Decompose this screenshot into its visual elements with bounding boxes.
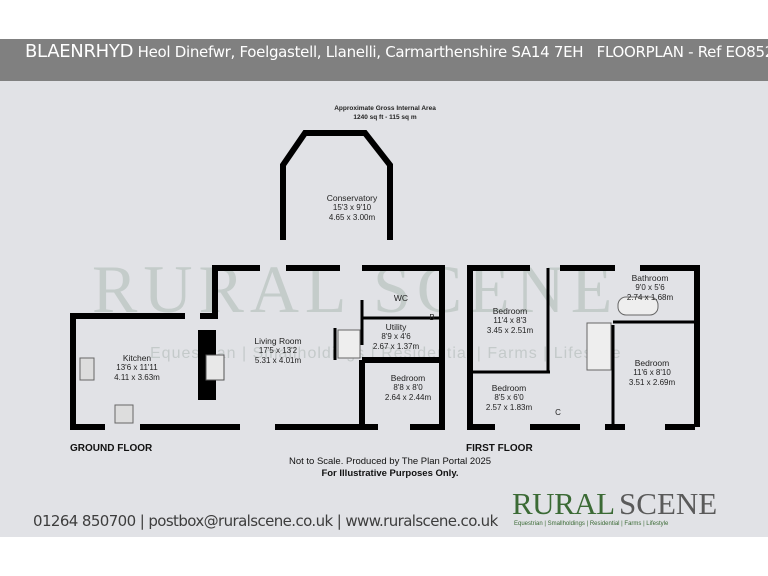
room-name: Kitchen — [122, 353, 152, 363]
ground-floor-walls — [70, 130, 445, 430]
room-metric: 2.64 x 2.44m — [384, 393, 432, 402]
room-imperial: 11'6 x 8'10 — [633, 368, 671, 377]
disclaimer: Not to Scale. Produced by The Plan Porta… — [289, 456, 491, 480]
room-metric: 4.65 x 3.00m — [328, 213, 376, 222]
hob — [79, 357, 95, 381]
room-metric: 5.31 x 4.01m — [254, 356, 302, 365]
cupboard-label: C — [555, 408, 561, 417]
gross-area-value: 1240 sq ft - 115 sq m — [353, 114, 417, 121]
room-metric: 3.45 x 2.51m — [486, 326, 534, 335]
disclaimer-line1: Not to Scale. Produced by The Plan Porta… — [288, 456, 492, 467]
staircase-ground — [337, 329, 361, 359]
room-name: Living Room — [254, 336, 302, 346]
room-imperial: 8'8 x 8'0 — [393, 383, 423, 392]
room-name: Bedroom — [390, 373, 426, 383]
room-name: WC — [393, 293, 409, 303]
ground-floor-label: GROUND FLOOR — [70, 443, 153, 454]
watermark-tagline: Equestrian | Smallholdings | Residential… — [150, 345, 622, 362]
gross-area: Approximate Gross Internal Area 1240 sq f… — [334, 104, 436, 122]
contact-details: 01264 850700 | postbox@ruralscene.co.uk … — [33, 512, 498, 530]
room-imperial: 13'6 x 11'11 — [116, 363, 158, 372]
conservatory-wall — [280, 130, 393, 240]
rural-scene-logo: RURAL SCENE Equestrian | Smallholdings |… — [512, 486, 718, 527]
room-metric: 4.11 x 3.63m — [114, 373, 160, 382]
room-imperial: 11'4 x 8'3 — [493, 316, 527, 325]
title-bar: BLAENRHYD Heol Dinefwr, Foelgastell, Lla… — [0, 39, 768, 81]
room-metric: 3.51 x 2.69m — [628, 378, 676, 387]
logo-word-rural: RURAL — [512, 486, 615, 521]
room-metric: 2.67 x 1.37m — [372, 342, 420, 351]
room-name: Utility — [385, 322, 407, 332]
room-imperial: 17'5 x 13'2 — [258, 346, 298, 355]
room-name: Conservatory — [326, 193, 378, 203]
first-floor-walls — [467, 265, 700, 430]
room-metric: 2.57 x 1.83m — [485, 403, 533, 412]
room-label-wc: WC — [394, 293, 408, 303]
first-floor-label: FIRST FLOOR — [466, 443, 533, 454]
room-name: Bathroom — [631, 273, 669, 283]
room-metric: 2.74 x 1.68m — [626, 293, 674, 302]
kitchen-sink — [114, 404, 134, 424]
gross-area-title: Approximate Gross Internal Area — [334, 105, 436, 112]
room-name: Bedroom — [491, 383, 527, 393]
fireplace — [205, 354, 225, 381]
room-imperial: 8'9 x 4'6 — [381, 332, 411, 341]
logo-tagline: Equestrian | Smallholdings | Residential… — [514, 521, 669, 527]
property-name: BLAENRHYD — [25, 41, 134, 62]
bathtub — [617, 296, 659, 316]
logo-word-scene: SCENE — [619, 486, 718, 521]
room-name: Bedroom — [634, 358, 670, 368]
disclaimer-line2: For Illustrative Purposes Only. — [321, 468, 459, 479]
boiler-label: B — [429, 313, 435, 322]
floorplan-ref: FLOORPLAN - Ref EO8528 — [596, 43, 768, 61]
address: Heol Dinefwr, Foelgastell, Llanelli, Car… — [137, 43, 584, 61]
staircase — [586, 322, 612, 371]
room-imperial: 15'3 x 9'10 — [332, 203, 372, 212]
room-imperial: 8'5 x 6'0 — [494, 393, 524, 402]
kitchen-wall — [70, 313, 185, 430]
room-name: Bedroom — [492, 306, 528, 316]
room-imperial: 9'0 x 5'6 — [635, 283, 665, 292]
